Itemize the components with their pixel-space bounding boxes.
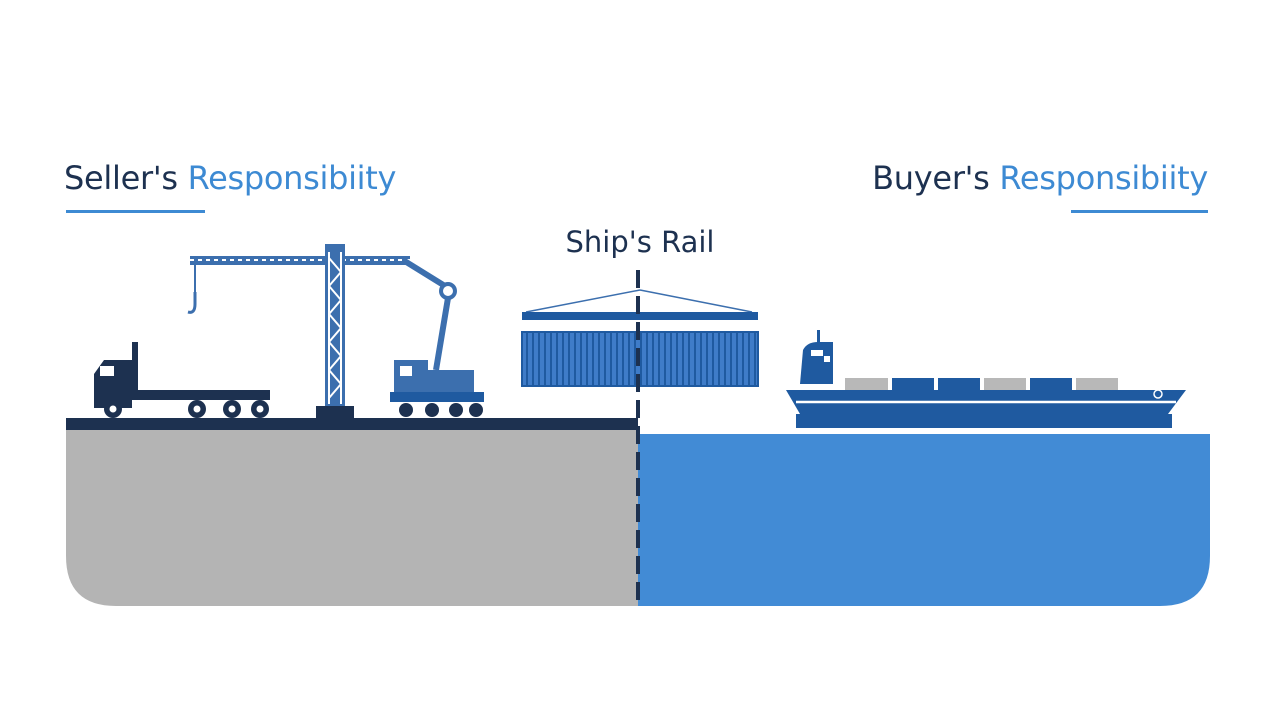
mobile-crane-icon: [390, 257, 484, 417]
ships-rail-label: Ship's Rail: [565, 225, 715, 259]
truck-icon: [94, 342, 270, 418]
land-area: [66, 430, 638, 606]
seller-responsibility-label: Responsibiity: [187, 159, 397, 197]
buyer-responsibility-heading: Buyer's Responsibiity: [872, 158, 1208, 198]
seller-responsibility-heading: Seller's Responsibiity: [64, 158, 396, 198]
seller-underline: [66, 210, 205, 213]
tower-crane-icon: [187, 244, 410, 418]
buyer-underline: [1071, 210, 1208, 213]
cargo-ship-icon: [786, 330, 1186, 428]
buyer-responsibility-label: Responsibiity: [999, 159, 1208, 197]
water-area: [638, 434, 1210, 606]
buyer-label: Buyer's: [872, 159, 990, 197]
quay-line: [66, 418, 638, 430]
seller-label: Seller's: [64, 159, 178, 197]
